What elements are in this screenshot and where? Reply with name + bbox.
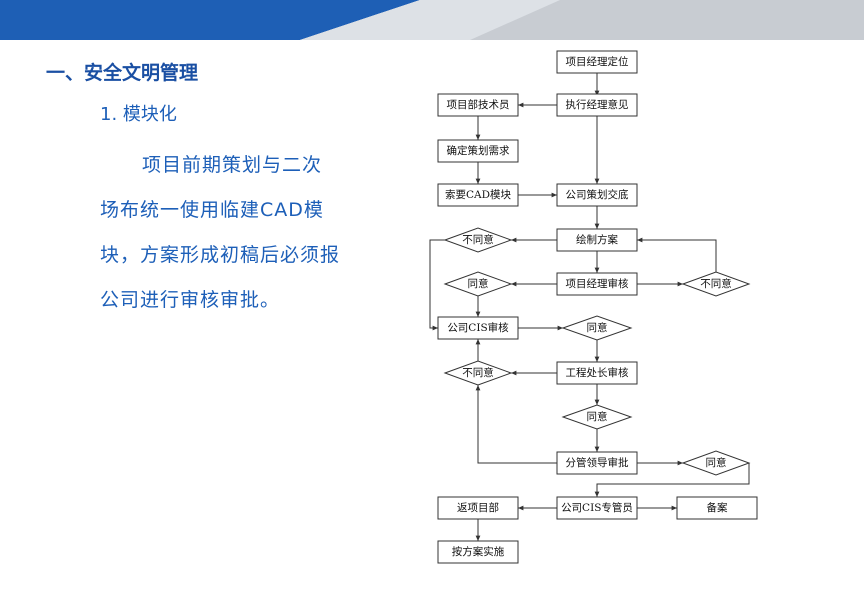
svg-text:分管领导审批: 分管领导审批 bbox=[566, 456, 629, 469]
svg-text:同意: 同意 bbox=[468, 277, 489, 290]
svg-text:同意: 同意 bbox=[587, 410, 608, 423]
svg-text:不同意: 不同意 bbox=[462, 366, 494, 379]
node-draw-plan: 绘制方案 bbox=[556, 228, 638, 252]
node-return-project: 返项目部 bbox=[437, 496, 519, 520]
node-implement-plan: 按方案实施 bbox=[437, 540, 519, 564]
node-exec-manager-opinion: 执行经理意见 bbox=[556, 93, 638, 117]
decision-agree-3: 同意 bbox=[561, 404, 633, 430]
svg-text:确定策划需求: 确定策划需求 bbox=[447, 144, 510, 157]
svg-text:绘制方案: 绘制方案 bbox=[576, 233, 618, 246]
flow-edges bbox=[429, 73, 750, 541]
node-determine-requirements: 确定策划需求 bbox=[437, 139, 519, 163]
node-project-technician: 项目部技术员 bbox=[437, 93, 519, 117]
svg-text:索要CAD模块: 索要CAD模块 bbox=[445, 188, 512, 201]
node-engineering-head-review: 工程处长审核 bbox=[556, 361, 638, 385]
decision-disagree-3: 不同意 bbox=[443, 360, 513, 386]
svg-text:同意: 同意 bbox=[706, 456, 727, 469]
node-cis-specialist: 公司CIS专管员 bbox=[556, 496, 638, 520]
node-pm-position: 项目经理定位 bbox=[556, 50, 638, 74]
node-request-cad-module: 索要CAD模块 bbox=[437, 183, 519, 207]
header-banner bbox=[0, 0, 864, 40]
section-subtitle: 1. 模块化 bbox=[100, 104, 177, 125]
svg-text:执行经理意见: 执行经理意见 bbox=[566, 98, 629, 111]
svg-text:工程处长审核: 工程处长审核 bbox=[566, 366, 629, 379]
node-pm-review: 项目经理审核 bbox=[556, 272, 638, 296]
node-company-cis-review: 公司CIS审核 bbox=[437, 316, 519, 340]
node-leader-approval: 分管领导审批 bbox=[556, 451, 638, 475]
decision-agree-1: 同意 bbox=[443, 271, 513, 297]
svg-text:公司策划交底: 公司策划交底 bbox=[566, 188, 629, 201]
node-archive: 备案 bbox=[676, 496, 758, 520]
svg-text:公司CIS审核: 公司CIS审核 bbox=[447, 321, 509, 334]
svg-text:返项目部: 返项目部 bbox=[457, 501, 499, 514]
svg-text:备案: 备案 bbox=[707, 501, 728, 514]
svg-text:不同意: 不同意 bbox=[700, 277, 732, 290]
svg-text:不同意: 不同意 bbox=[462, 233, 494, 246]
decision-disagree-2: 不同意 bbox=[681, 271, 751, 297]
node-company-briefing: 公司策划交底 bbox=[556, 183, 638, 207]
body-paragraph: 项目前期策划与二次场布统一使用临建CAD模块，方案形成初稿后必须报公司进行审核审… bbox=[100, 154, 341, 311]
decision-disagree-1: 不同意 bbox=[443, 227, 513, 253]
page-title: 一、安全文明管理 bbox=[46, 62, 199, 84]
svg-text:项目部技术员: 项目部技术员 bbox=[447, 98, 510, 111]
svg-text:按方案实施: 按方案实施 bbox=[452, 545, 505, 558]
decision-agree-2: 同意 bbox=[561, 315, 633, 341]
svg-text:公司CIS专管员: 公司CIS专管员 bbox=[561, 501, 633, 514]
decision-agree-4: 同意 bbox=[681, 450, 751, 476]
svg-text:项目经理定位: 项目经理定位 bbox=[566, 55, 629, 68]
svg-text:同意: 同意 bbox=[587, 321, 608, 334]
svg-text:项目经理审核: 项目经理审核 bbox=[566, 277, 629, 290]
